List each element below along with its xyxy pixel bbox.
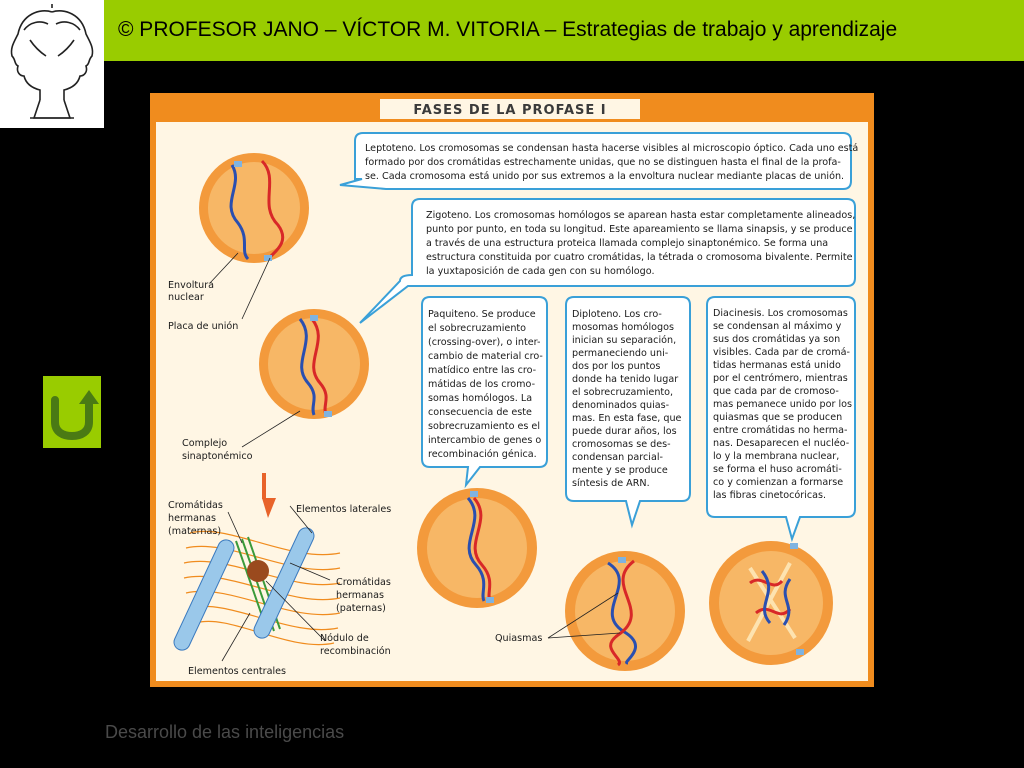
label-nodulo-1: Nódulo de (320, 632, 369, 644)
paquiteno-line-10: intercambio de genes o (428, 435, 541, 446)
diploteno-line-1: Diploteno. Los cro- (572, 309, 662, 320)
diploteno-bubble: Diploteno. Los cro- mosomas homólogos in… (565, 296, 691, 529)
diploteno-line-13: mente y se produce (572, 465, 668, 476)
zigoteno-line-4: estructura constituida por cuatro cromát… (426, 251, 853, 263)
diacinesis-line-12: lo y la membrana nuclear, (713, 451, 839, 462)
diacinesis-bubble: Diacinesis. Los cromosomas se condensan … (706, 296, 856, 543)
footer-text: Desarrollo de las inteligencias (105, 722, 345, 742)
header-bar: © PROFESOR JANO – VÍCTOR M. VITORIA – Es… (104, 0, 1024, 61)
profase-figure: FASES DE LA PROFASE I Leptoteno. Los cro… (150, 93, 874, 687)
label-maternas-2: hermanas (168, 513, 216, 524)
diploteno-line-12: condensan parcial- (572, 452, 663, 463)
diacinesis-line-10: entre cromátidas no herma- (713, 424, 847, 436)
label-paternas-3: (paternas) (336, 603, 386, 614)
paquiteno-line-4: cambio de material cro- (428, 351, 543, 362)
label-quiasmas: Quiasmas (495, 633, 542, 644)
diploteno-line-9: mas. En esta fase, que (572, 413, 682, 424)
diploteno-line-14: síntesis de ARN. (572, 477, 650, 489)
paquiteno-line-8: consecuencia de este (428, 407, 532, 418)
label-elementos-laterales: Elementos laterales (296, 504, 391, 515)
diacinesis-line-1: Diacinesis. Los cromosomas (713, 308, 848, 319)
diploteno-line-10: puede durar años, los (572, 426, 677, 437)
label-maternas-1: Cromátidas (168, 499, 223, 511)
header-title: © PROFESOR JANO – VÍCTOR M. VITORIA – Es… (118, 18, 898, 41)
leptoteno-line-2: formado por dos cromátidas estrechamente… (365, 156, 841, 168)
diacinesis-line-4: visibles. Cada par de cromá- (713, 346, 850, 358)
label-envoltura-1: Envoltura (168, 280, 214, 291)
zigoteno-line-2: punto por punto, en toda su longitud. Es… (426, 224, 853, 235)
leptoteno-line-3: se. Cada cromosoma está unido por sus ex… (365, 170, 844, 182)
leptoteno-line-1: Leptoteno. Los cromosomas se condensan h… (365, 142, 858, 154)
cell-diacinesis (709, 541, 833, 665)
label-elementos-centrales: Elementos centrales (188, 666, 286, 677)
paquiteno-line-5: matídico entre las cro- (428, 364, 536, 376)
diacinesis-line-8: mas pemanece unido por los (713, 399, 852, 410)
paquiteno-line-3: (crossing-over), o inter- (428, 337, 540, 348)
zigoteno-line-5: la yuxtaposición de cada gen con su homó… (426, 265, 655, 277)
label-nodulo-2: recombinación (320, 645, 391, 657)
diacinesis-line-3: sus dos cromátidas ya son (713, 333, 840, 345)
paquiteno-line-1: Paquiteno. Se produce (428, 309, 536, 320)
leader-lines (209, 252, 621, 662)
diploteno-line-2: mosomas homólogos (572, 321, 674, 333)
diacinesis-line-5: tidas hermanas está unido (713, 359, 841, 371)
paquiteno-bubble: Paquiteno. Se produce el sobrecruzamient… (421, 296, 548, 489)
diacinesis-line-9: quiasmas que se producen (713, 412, 842, 423)
return-arrow-icon (51, 390, 99, 441)
diploteno-line-3: inician su separación, (572, 334, 676, 346)
label-complejo-2: sinaptonémico (182, 450, 253, 462)
cell-leptoteno (199, 153, 309, 263)
diacinesis-line-6: por el centrómero, mientras (713, 372, 848, 384)
diacinesis-line-14: co y comienzan a formarse (713, 477, 843, 488)
diacinesis-line-2: se condensan al máximo y (713, 320, 842, 332)
label-maternas-3: (maternas) (168, 526, 221, 537)
zigoteno-line-1: Zigoteno. Los cromosomas homólogos se ap… (426, 209, 855, 221)
label-paternas-1: Cromátidas (336, 576, 391, 588)
diploteno-line-6: donde ha tenido lugar (572, 374, 678, 385)
diacinesis-line-11: nas. Desaparecen el nucléo- (713, 437, 849, 449)
paquiteno-line-2: el sobrecruzamiento (428, 323, 526, 334)
paquiteno-line-9: sobrecruzamiento es el (428, 421, 540, 432)
janus-logo (0, 0, 104, 128)
label-complejo-1: Complejo (182, 438, 227, 449)
title-box (380, 99, 640, 119)
diploteno-line-7: el sobrecruzamiento, (572, 387, 673, 398)
diacinesis-line-7: que cada par de cromoso- (713, 386, 839, 397)
zigoteno-line-3: a través de una estructura proteica llam… (426, 237, 828, 249)
label-paternas-2: hermanas (336, 590, 384, 601)
figure-title: FASES DE LA PROFASE I (413, 103, 606, 118)
diacinesis-line-15: las fibras cinetocóricas. (713, 489, 826, 501)
arrow-down-icon (262, 498, 276, 518)
label-placa: Placa de unión (168, 320, 238, 332)
diploteno-line-5: dos por los puntos (572, 361, 660, 372)
cell-zigoteno (259, 309, 369, 419)
synaptonemal-complex (173, 473, 341, 651)
zigoteno-bubble: Zigoteno. Los cromosomas homólogos se ap… (359, 198, 856, 324)
cell-paquiteno (417, 488, 537, 608)
paquiteno-line-6: mátidas de los cromo- (428, 378, 535, 390)
diploteno-line-4: permaneciendo uni- (572, 348, 668, 359)
back-button[interactable] (43, 376, 101, 448)
diploteno-line-11: cromosomas se des- (572, 439, 671, 450)
leptoteno-bubble: Leptoteno. Los cromosomas se condensan h… (339, 132, 858, 190)
diacinesis-line-13: se forma el huso acromáti- (713, 463, 842, 475)
janus-head-icon (10, 4, 94, 119)
label-envoltura-2: nuclear (168, 292, 204, 303)
paquiteno-line-11: recombinación génica. (428, 448, 537, 460)
paquiteno-line-7: somas homólogos. La (428, 392, 532, 404)
diploteno-line-8: denominados quias- (572, 400, 669, 411)
cell-diploteno (565, 551, 685, 671)
